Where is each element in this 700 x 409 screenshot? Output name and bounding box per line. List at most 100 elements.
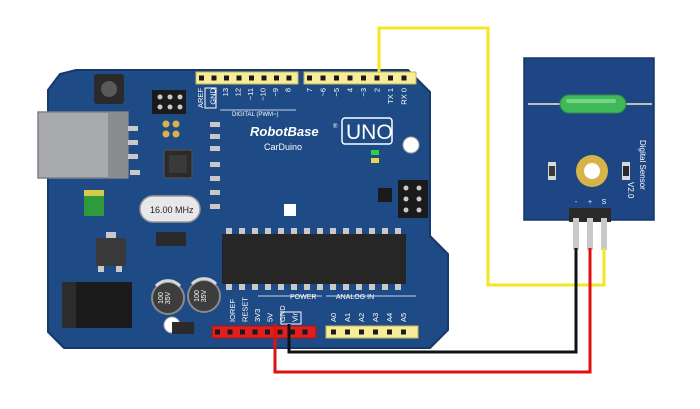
- header-hole: [374, 75, 380, 81]
- pin-label: GND: [278, 305, 287, 322]
- uno-badge: [341, 117, 393, 145]
- usb-chip: [163, 149, 193, 179]
- header-hole: [302, 329, 308, 335]
- svg-text:100: 100: [158, 292, 165, 304]
- header-hole: [359, 329, 364, 335]
- sensor-pin-label: -: [575, 199, 578, 206]
- header-hole: [345, 329, 350, 335]
- analog-header: [325, 325, 419, 339]
- pin-label: IOREF: [228, 299, 237, 322]
- sensor-pin-label: S: [602, 199, 607, 206]
- model-name: UNO: [346, 121, 393, 144]
- sensor-version: V2.0: [626, 182, 635, 199]
- header-hole: [307, 75, 312, 81]
- pin-label: ~6: [319, 88, 328, 97]
- header-hole: [261, 75, 267, 81]
- header-hole: [388, 75, 393, 81]
- mount-hole: [402, 136, 420, 154]
- pin-label: 8: [284, 88, 293, 92]
- pin-label: 3V3: [253, 309, 262, 322]
- power-wire: [273, 248, 592, 374]
- header-hole: [373, 329, 378, 335]
- digital-label: DIGITAL (PWM~): [232, 112, 279, 118]
- header-hole: [240, 329, 245, 335]
- reed-switch: [559, 94, 627, 114]
- pin-label: TX 1: [386, 88, 395, 104]
- pin-label: ~11: [246, 88, 255, 100]
- header-hole: [290, 329, 295, 335]
- pin-label: A4: [385, 313, 394, 322]
- pin-label: 12: [234, 88, 243, 96]
- microcontroller-chip: [222, 228, 406, 290]
- wires: [273, 26, 606, 374]
- ground-wire: [287, 248, 578, 354]
- smd-ic: [156, 232, 186, 246]
- capacitor-1: 35V 100: [151, 279, 185, 315]
- power-header: [211, 325, 317, 339]
- svg-text:100: 100: [194, 290, 201, 302]
- header-hole: [401, 75, 407, 81]
- header-hole: [401, 329, 406, 335]
- header-hole: [224, 75, 229, 81]
- crystal: 16.00 MHz: [139, 195, 201, 223]
- header-hole: [211, 75, 217, 81]
- header-hole: [252, 329, 258, 335]
- pin-label: A0: [329, 313, 338, 322]
- sensor-pin-header: [569, 208, 611, 222]
- header-hole: [277, 329, 283, 335]
- pin-label: A3: [371, 313, 380, 322]
- header-hole: [361, 75, 366, 81]
- pin-label: 13: [221, 88, 230, 96]
- gnd-label-box: [280, 311, 302, 325]
- header-hole: [334, 75, 339, 81]
- pin-label: RESET: [241, 297, 250, 322]
- gold-pads: [162, 120, 180, 138]
- smd-components: [128, 122, 220, 209]
- header-hole: [331, 329, 336, 335]
- pin-label: GND: [209, 87, 218, 104]
- icsp-header: [152, 90, 186, 114]
- power-label: POWER: [290, 294, 316, 301]
- gnd-pin-box: [204, 87, 217, 109]
- sensor-pin: [587, 218, 593, 250]
- header-hole: [320, 75, 326, 81]
- header-hole: [249, 75, 254, 81]
- header-hole: [236, 75, 242, 81]
- header-hole: [387, 329, 392, 335]
- sensor-pin: [601, 218, 607, 250]
- analog-label: ANALOG IN: [336, 294, 374, 301]
- pin-label: AREF: [196, 88, 205, 108]
- registered-mark: ®: [333, 123, 338, 130]
- svg-text:35V: 35V: [201, 289, 208, 302]
- icsp-header-2: [398, 180, 428, 218]
- sensor-pin: [573, 218, 579, 250]
- header-hole: [199, 75, 204, 81]
- brand-subtitle: CarDuino: [264, 142, 302, 152]
- smd-chip: [378, 188, 392, 202]
- sensor-pin-label: +: [588, 199, 592, 206]
- header-hole: [265, 329, 270, 335]
- digital-header-right: [303, 71, 417, 85]
- header-hole: [286, 75, 292, 81]
- brand-name: RobotBase: [250, 124, 319, 139]
- crystal-label: 16.00 MHz: [150, 205, 194, 215]
- pin-label: ~3: [359, 88, 368, 97]
- header-hole: [274, 75, 279, 81]
- pin-label: A5: [399, 313, 408, 322]
- pin-label: ~5: [332, 88, 341, 97]
- pin-label: 4: [346, 88, 355, 92]
- fuse: [84, 190, 104, 216]
- digital-header-left: [195, 71, 299, 85]
- voltage-regulator: [96, 232, 126, 272]
- header-hole: [227, 329, 233, 335]
- sensor-title: Digital Sensor: [638, 140, 647, 190]
- smd-white: [284, 204, 296, 216]
- pin-label: A1: [343, 313, 352, 322]
- header-hole: [215, 329, 220, 335]
- pin-label: 2: [373, 88, 382, 92]
- reed-switch-sensor: Digital Sensor V2.0 - + S: [523, 57, 655, 250]
- svg-text:35V: 35V: [165, 291, 172, 304]
- pin-label: ~10: [259, 88, 268, 101]
